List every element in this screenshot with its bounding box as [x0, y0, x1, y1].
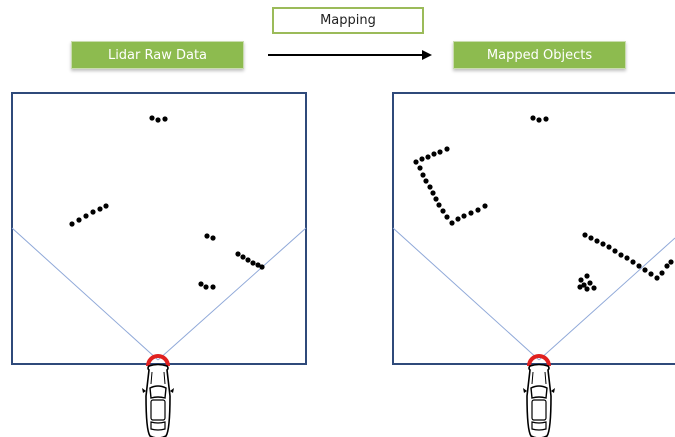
- point-cloud: [413, 115, 674, 292]
- car-icon: [522, 353, 556, 437]
- fov-right-boundary: [157, 227, 307, 361]
- fov-left-boundary: [11, 227, 159, 361]
- mapping-label: Mapping: [272, 7, 424, 34]
- car-icon: [141, 353, 175, 437]
- lidar-raw-data-panel: [11, 92, 307, 365]
- point-cloud: [69, 115, 265, 290]
- fov-right-boundary: [538, 237, 675, 361]
- fov-left-boundary: [392, 227, 540, 361]
- lidar-raw-data-label: Lidar Raw Data: [71, 41, 244, 69]
- mapped-objects-label: Mapped Objects: [453, 41, 626, 69]
- mapped-objects-panel: [392, 92, 675, 365]
